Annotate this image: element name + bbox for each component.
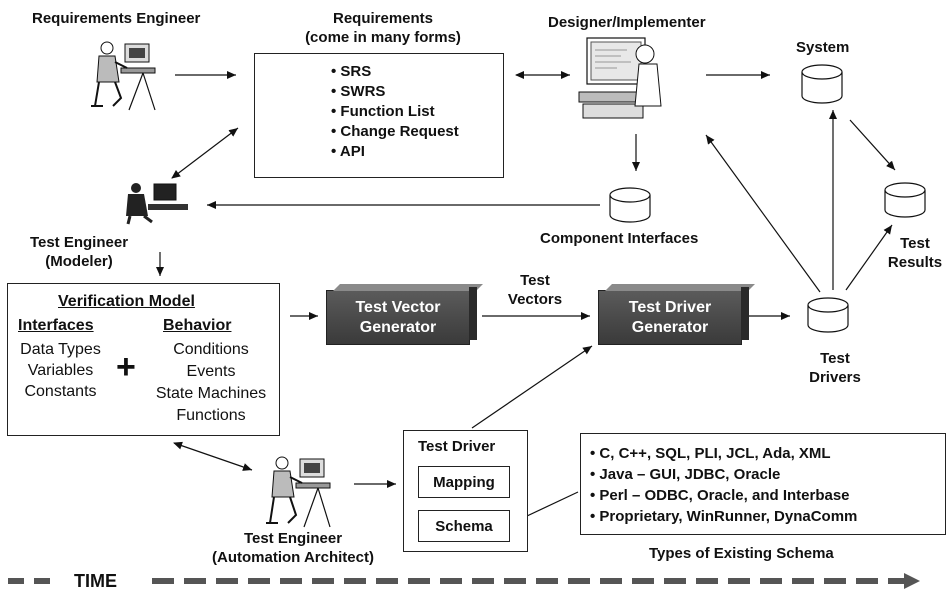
component-interfaces-cylinder-icon (609, 187, 651, 223)
requirements-item: • API (331, 143, 365, 160)
test-driver-generator-line2: Generator (631, 318, 709, 336)
arrow-drivers-results (845, 224, 893, 291)
schema-type-item: • Perl – ODBC, Oracle, and Interbase (590, 487, 850, 504)
test-vectors-line1: Test (520, 272, 550, 289)
arrow-vmodel-architect (173, 441, 253, 471)
requirements-item: • Function List (331, 103, 435, 120)
requirements-item-text: SWRS (340, 83, 386, 100)
designer-implementer-label: Designer/Implementer (548, 14, 706, 31)
schema-type-text: Perl – ODBC, Oracle, and Interbase (599, 487, 850, 504)
test-vectors-label: Test Vectors (490, 271, 580, 309)
requirements-item-text: Change Request (340, 123, 459, 140)
schema-type-item: • C, C++, SQL, PLI, JCL, Ada, XML (590, 445, 831, 462)
behavior-item: State Machines (155, 385, 267, 402)
schema-box: Schema (418, 510, 510, 542)
arrow-testdriver-drivergen (471, 345, 593, 429)
test-vector-generator-line2: Generator (359, 318, 437, 336)
test-engineer-modeler-line1: Test Engineer (29, 234, 129, 251)
behavior-item: Functions (176, 407, 246, 424)
schema-type-text: C, C++, SQL, PLI, JCL, Ada, XML (599, 445, 831, 462)
system-label: System (796, 39, 850, 56)
test-drivers-label: Test Drivers (800, 349, 870, 387)
schema-type-text: Proprietary, WinRunner, DynaComm (599, 508, 858, 525)
interfaces-item: Constants (24, 383, 97, 400)
test-results-line2: Results (887, 254, 943, 271)
schema-label: Schema (435, 517, 493, 535)
interfaces-list: Data Types Variables Constants (8, 339, 113, 402)
test-vector-generator: Test Vector Generator (326, 284, 483, 345)
schema-types-box: • C, C++, SQL, PLI, JCL, Ada, XML • Java… (580, 433, 946, 535)
schema-type-text: Java – GUI, JDBC, Oracle (599, 466, 781, 483)
requirements-item-text: API (339, 143, 365, 160)
test-drivers-cylinder-icon (807, 297, 849, 333)
test-results-label: Test Results (880, 234, 950, 272)
test-engineer-modeler-label: Test Engineer (Modeler) (14, 233, 144, 271)
schema-type-item: • Java – GUI, JDBC, Oracle (590, 466, 781, 483)
schema-type-item: • Proprietary, WinRunner, DynaComm (590, 508, 858, 525)
designer-monitor-icon (578, 37, 662, 119)
test-engineer-architect-person-icon (266, 456, 331, 528)
test-drivers-line2: Drivers (809, 369, 861, 386)
arrow-reqs-modeler (171, 127, 239, 179)
test-driver-generator-line1: Test Driver (628, 298, 712, 316)
requirements-item-text: Function List (340, 103, 435, 120)
requirements-item: • Change Request (331, 123, 459, 140)
test-driver-box-title: Test Driver (418, 438, 496, 455)
arrow-drivers-designer (705, 134, 821, 293)
system-cylinder-icon (801, 64, 843, 104)
requirements-title-line1: Requirements (332, 10, 434, 27)
test-driver-box: Test Driver Mapping Schema (403, 430, 528, 552)
component-interfaces-label: Component Interfaces (540, 230, 699, 247)
test-vectors-line2: Vectors (507, 291, 563, 308)
requirements-box: • SRS • SWRS • Function List • Change Re… (254, 53, 504, 178)
time-label: TIME (74, 571, 117, 591)
requirements-item: • SRS (331, 63, 372, 80)
test-engineer-modeler-person-icon (126, 183, 188, 225)
test-drivers-line1: Test (820, 350, 850, 367)
interfaces-item: Data Types (20, 341, 101, 358)
requirements-list: • SRS • SWRS • Function List • Change Re… (331, 62, 459, 162)
interfaces-heading: Interfaces (18, 317, 94, 334)
requirements-title-line2: (come in many forms) (305, 29, 461, 46)
interfaces-item: Variables (27, 362, 94, 379)
test-results-cylinder-icon (884, 182, 926, 218)
verification-model-box: Verification Model Interfaces Behavior D… (7, 283, 280, 436)
types-of-existing-schema-label: Types of Existing Schema (649, 545, 834, 562)
requirements-engineer-person-icon (91, 41, 156, 111)
test-engineer-architect-line1: Test Engineer (243, 530, 343, 547)
requirements-title: Requirements (come in many forms) (283, 9, 483, 47)
plus-sign: + (116, 348, 136, 386)
behavior-list: Conditions Events State Machines Functio… (142, 339, 280, 427)
requirements-item-text: SRS (340, 63, 372, 80)
verification-model-title: Verification Model (58, 293, 195, 310)
requirements-engineer-label: Requirements Engineer (32, 10, 201, 27)
test-vector-generator-line1: Test Vector (355, 298, 441, 316)
behavior-item: Conditions (173, 341, 249, 358)
test-engineer-architect-label: Test Engineer (Automation Architect) (188, 529, 398, 567)
mapping-box: Mapping (418, 466, 510, 498)
behavior-item: Events (186, 363, 236, 380)
requirements-item: • SWRS (331, 83, 386, 100)
schema-types-list: • C, C++, SQL, PLI, JCL, Ada, XML • Java… (590, 443, 857, 527)
test-engineer-architect-line2: (Automation Architect) (212, 549, 374, 566)
test-driver-generator: Test Driver Generator (598, 284, 755, 345)
behavior-heading: Behavior (163, 317, 232, 334)
mapping-label: Mapping (433, 473, 495, 491)
test-engineer-modeler-line2: (Modeler) (45, 253, 113, 270)
test-results-line1: Test (900, 235, 930, 252)
arrow-system-results (849, 119, 896, 171)
